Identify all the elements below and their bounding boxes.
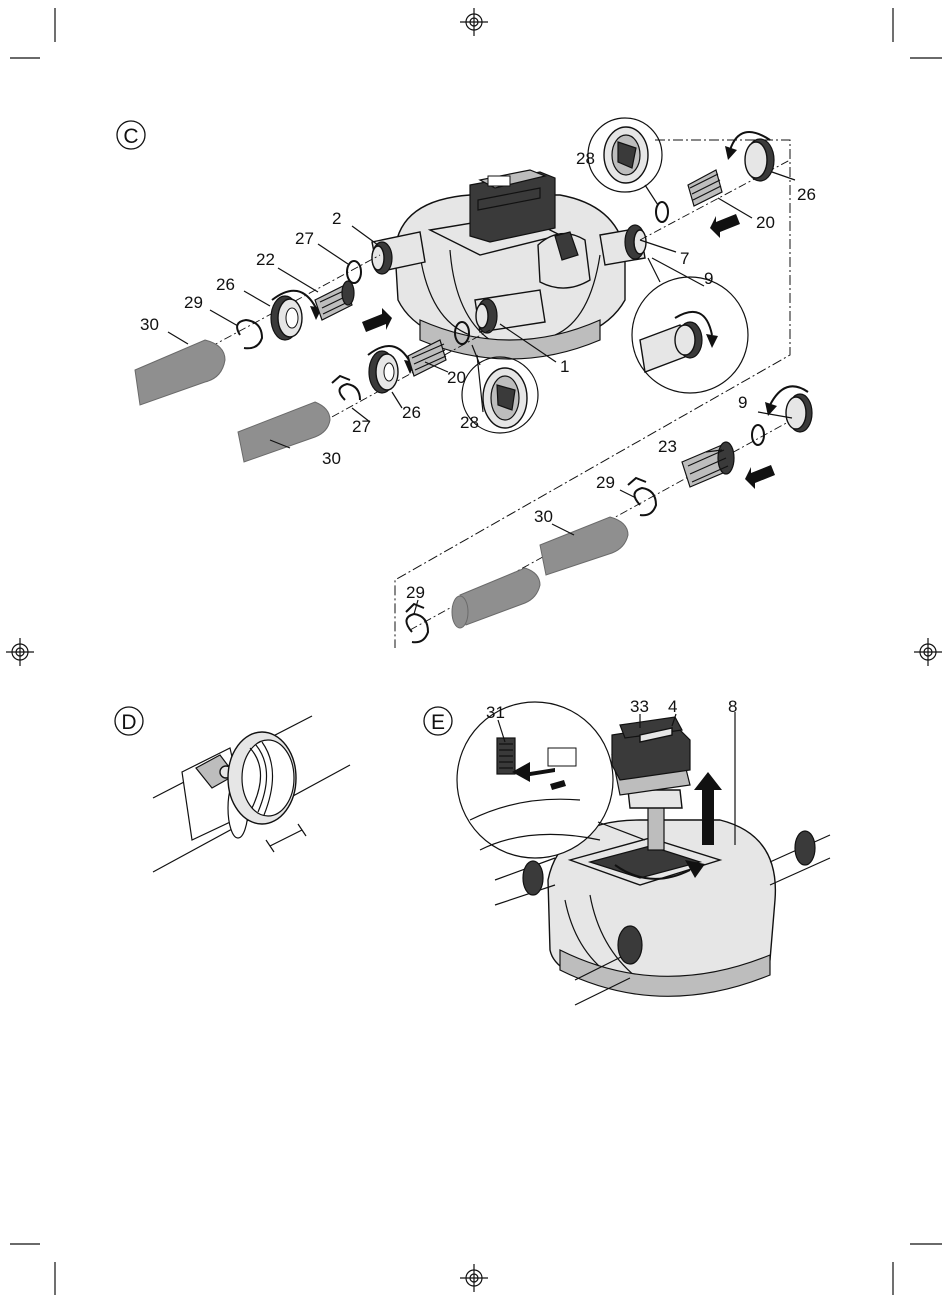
panel-e-letter: E [431,711,445,734]
registration-mark-right [914,638,942,666]
registration-mark-bottom [460,1264,488,1292]
ring-outlet [752,425,764,445]
callout-28-upper: 28 [576,149,595,168]
callout-30-lower: 30 [322,449,341,468]
callout-27-upper: 27 [295,229,314,248]
connector-23 [682,442,734,487]
callout-29-end: 29 [406,583,425,602]
pipe-nut-right [795,831,815,865]
panel-c: 2 27 22 26 29 30 20 26 27 28 30 1 28 26 … [135,118,816,648]
seal-28-upper-small [656,202,668,222]
callout-23: 23 [658,437,677,456]
callout-1: 1 [560,357,569,376]
callout-29-upper: 29 [184,293,203,312]
nut-26-upper-right [725,132,774,181]
registration-mark-top [460,8,488,36]
hose-30-upper-left [135,340,225,405]
ring-27-upper [347,261,361,283]
callout-7: 7 [680,249,689,268]
callout-27-lower: 27 [352,417,371,436]
nut-26-upper [271,291,322,340]
registration-mark-left [6,638,34,666]
arrow-push-right-upper [710,214,740,238]
callout-2: 2 [332,209,341,228]
hose-30-outlet-lower [452,568,540,628]
union-nut-d [228,732,296,824]
callout-29-outlet: 29 [596,473,615,492]
callout-26-upper-right: 26 [797,185,816,204]
clamp-29-end [406,604,428,642]
arrow-push-right-lower [745,465,775,489]
panel-d-letter: D [121,711,136,734]
panel-c-badge: C [117,121,145,149]
panel-c-letter: C [123,125,138,148]
connector-22 [315,281,354,320]
panel-e-badge: E [424,707,452,735]
arrow-push-upper [362,308,392,332]
callout-33: 33 [630,697,649,716]
callout-28-lower: 28 [460,413,479,432]
hose-30-lower-left [238,402,330,462]
callout-26-lower: 26 [402,403,421,422]
nut-9-outlet [765,386,812,432]
hose-30-outlet-upper [540,517,628,575]
callout-31: 31 [486,703,505,722]
detail-28-upper [588,118,662,205]
panel-d [153,716,350,872]
callout-26-upper: 26 [216,275,235,294]
panel-d-badge: D [115,707,143,735]
callout-4: 4 [668,697,677,716]
callout-20-lower: 20 [447,368,466,387]
callout-30-outlet: 30 [534,507,553,526]
pipe-nut-left [523,861,543,895]
callout-8: 8 [728,697,737,716]
callout-22: 22 [256,250,275,269]
connector-20-lower [408,340,446,376]
callout-30-upper: 30 [140,315,159,334]
label-plate [548,748,576,766]
dimension-arrow-d [266,824,306,852]
connector-20-upper [688,170,722,206]
callout-9-detail: 9 [704,269,713,288]
callout-9-outlet: 9 [738,393,747,412]
panel-e: 31 33 4 8 [457,697,830,1005]
clamp-29-upper [237,320,262,348]
nut-26-lower [368,346,416,393]
ring-27-lower [332,376,360,400]
callout-20-upper: 20 [756,213,775,232]
pipe-nut-front [618,926,642,964]
